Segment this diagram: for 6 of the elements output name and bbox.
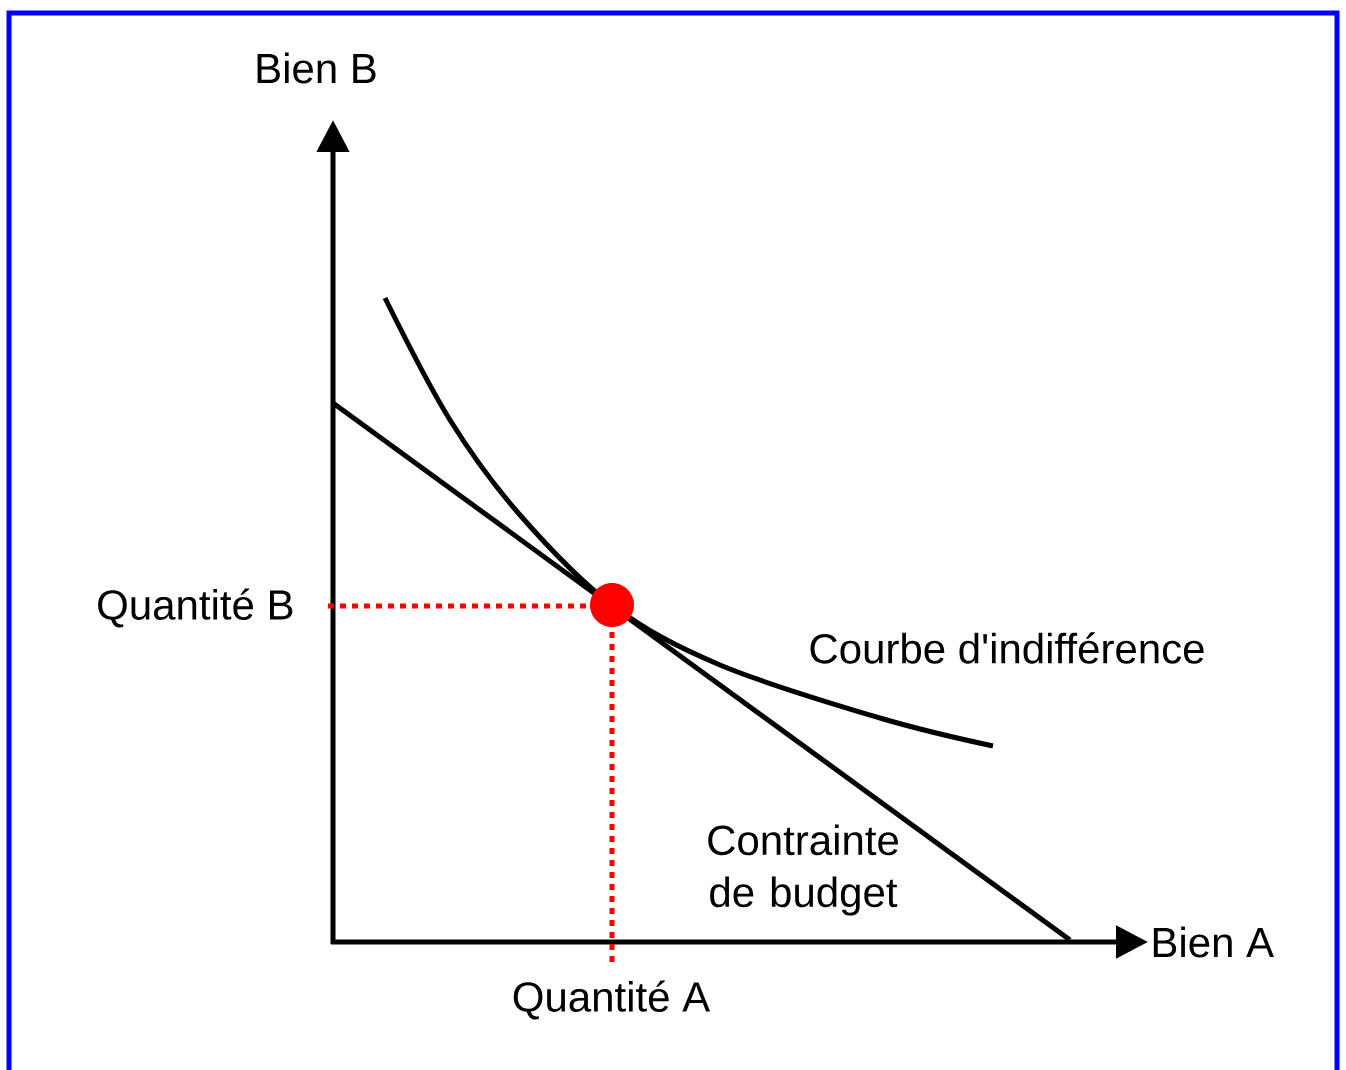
line-label: Contrainte de budget bbox=[708, 824, 898, 916]
axis-label: Bien B bbox=[257, 52, 376, 84]
axis-label: Quantité B bbox=[98, 588, 293, 628]
curve-label: Courbe d'indifférence bbox=[810, 632, 1204, 664]
axis-label: Quantité A bbox=[513, 980, 711, 1020]
axis-label: Bien A bbox=[1153, 926, 1274, 958]
